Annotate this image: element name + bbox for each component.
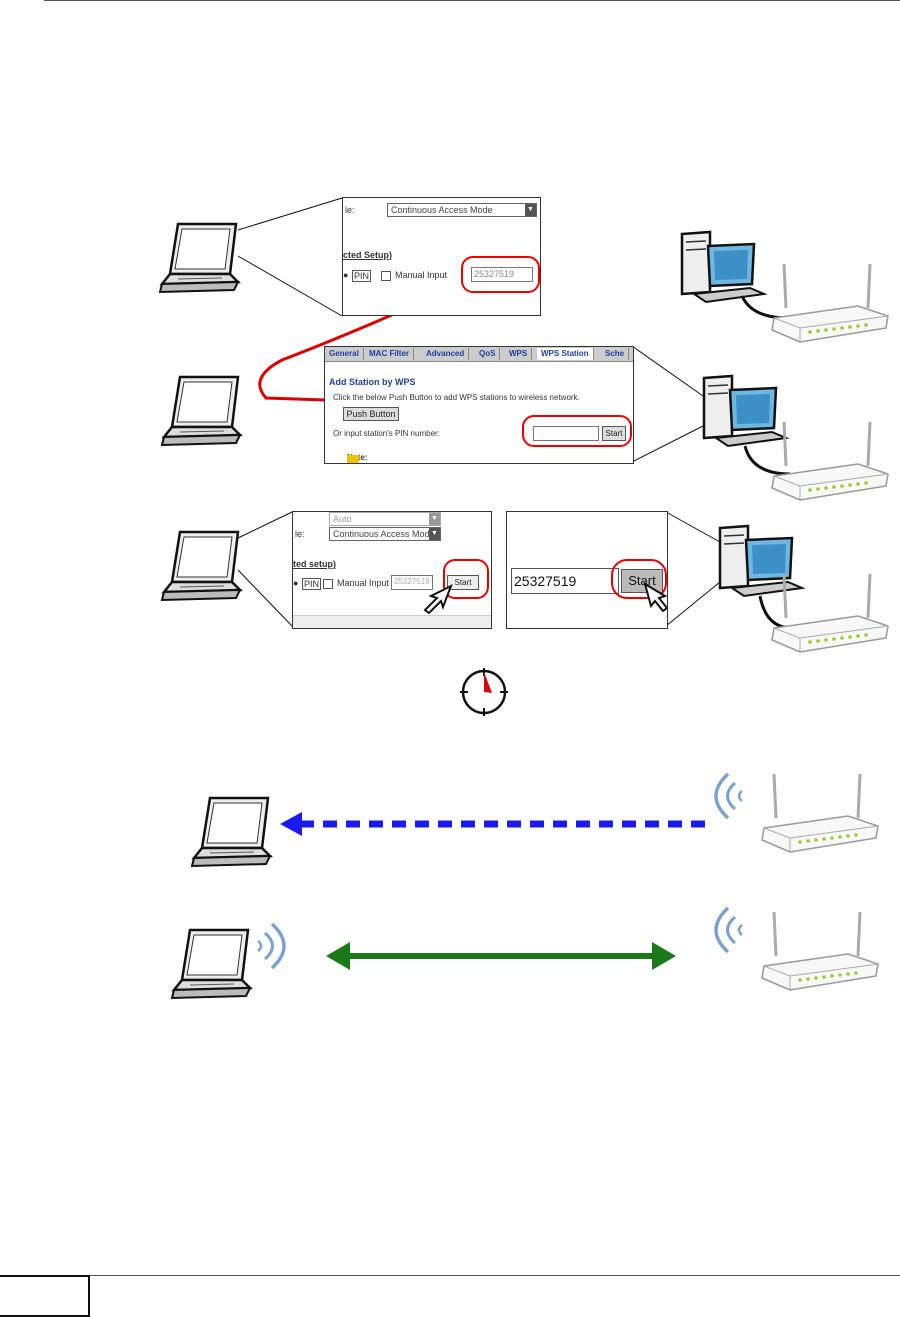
wifi-signal-icon xyxy=(714,772,744,820)
pin-input-hint: Or input station's PIN number: xyxy=(333,429,440,438)
setup-label: ted setup) xyxy=(293,559,337,569)
tab-advanced[interactable]: Advanced xyxy=(422,348,470,360)
wireless-router-icon xyxy=(770,262,890,344)
start-button[interactable]: Start xyxy=(447,575,479,590)
tab-wps[interactable]: WPS xyxy=(505,348,533,360)
manual-input-checkbox[interactable] xyxy=(381,271,391,281)
wireless-router-icon xyxy=(760,910,880,992)
bottom-rule xyxy=(90,1275,900,1276)
laptop-icon xyxy=(190,796,272,868)
tab-schedule[interactable]: Sche xyxy=(601,348,630,360)
band-value: Auto xyxy=(333,514,352,524)
wifi-signal-icon xyxy=(714,906,744,954)
top-rule xyxy=(44,0,900,1)
station-pin-field[interactable]: 25327519 xyxy=(511,568,619,594)
ap-wps-station-screen: General MAC Filter Advanced QoS WPS WPS … xyxy=(324,346,634,464)
access-mode-select[interactable]: Continuous Access Mode ▼ xyxy=(329,527,441,541)
push-button[interactable]: Push Button xyxy=(343,407,399,421)
wifi-signal-icon xyxy=(256,922,286,970)
wireless-router-icon xyxy=(760,772,880,854)
timer-icon xyxy=(460,668,508,716)
pin-entry-highlight xyxy=(522,415,632,447)
access-mode-value: Continuous Access Mode xyxy=(333,529,435,539)
tab-wps-station[interactable]: WPS Station xyxy=(537,348,594,360)
chevron-down-icon: ▼ xyxy=(525,204,536,216)
chevron-down-icon: ▼ xyxy=(429,513,440,525)
config-tabs: General MAC Filter Advanced QoS WPS WPS … xyxy=(325,347,633,362)
ap-start-screen: 25327519 Start xyxy=(506,511,668,629)
laptop-icon xyxy=(158,222,240,294)
page-number-box xyxy=(0,1275,90,1317)
mouse-pointer-icon xyxy=(423,584,453,614)
access-mode-select[interactable]: Continuous Access Mode ▼ xyxy=(387,203,537,217)
folder-icon xyxy=(347,455,359,463)
laptop-icon xyxy=(160,530,242,602)
manual-input-checkbox[interactable] xyxy=(323,579,333,589)
pin-option-label: PIN xyxy=(352,270,372,282)
start-highlight xyxy=(443,559,489,599)
desktop-computer-icon xyxy=(718,524,804,598)
pin-field[interactable]: 25327519 xyxy=(471,267,533,282)
manual-input-label: Manual Input xyxy=(395,270,448,280)
laptop-icon xyxy=(160,375,242,447)
wireless-router-icon xyxy=(770,420,890,502)
tab-mac-filter[interactable]: MAC Filter xyxy=(365,348,414,360)
laptop-icon xyxy=(170,928,252,1000)
band-select[interactable]: Auto ▼ xyxy=(329,512,441,526)
client-start-screen: Auto ▼ le: Continuous Access Mode ▼ ted … xyxy=(292,511,492,629)
desktop-computer-icon xyxy=(702,374,788,448)
client-wps-screen: le: Continuous Access Mode ▼ cted Setup)… xyxy=(342,197,541,316)
section-heading: Add Station by WPS xyxy=(329,377,416,387)
mode-label: le: xyxy=(345,205,355,215)
chevron-down-icon: ▼ xyxy=(429,528,440,540)
mode-label: le: xyxy=(295,529,305,539)
desktop-computer-icon xyxy=(680,230,766,304)
setup-label: cted Setup) xyxy=(343,250,393,260)
start-highlight xyxy=(611,559,667,599)
tab-general[interactable]: General xyxy=(325,348,364,360)
pin-highlight xyxy=(461,256,540,293)
manual-input-label: Manual Input xyxy=(337,578,390,588)
radio-selected-icon[interactable]: ● xyxy=(343,270,349,280)
tab-qos[interactable]: QoS xyxy=(475,348,501,360)
radio-selected-icon[interactable]: ● xyxy=(293,578,299,588)
mouse-pointer-icon xyxy=(643,582,667,612)
access-mode-value: Continuous Access Mode xyxy=(391,205,493,215)
station-pin-field[interactable] xyxy=(533,426,599,441)
push-button-hint: Click the below Push Button to add WPS s… xyxy=(333,393,580,402)
status-bar xyxy=(293,615,491,628)
pin-field[interactable]: 25327519 xyxy=(391,575,433,590)
pin-option-label: PIN xyxy=(302,578,322,590)
